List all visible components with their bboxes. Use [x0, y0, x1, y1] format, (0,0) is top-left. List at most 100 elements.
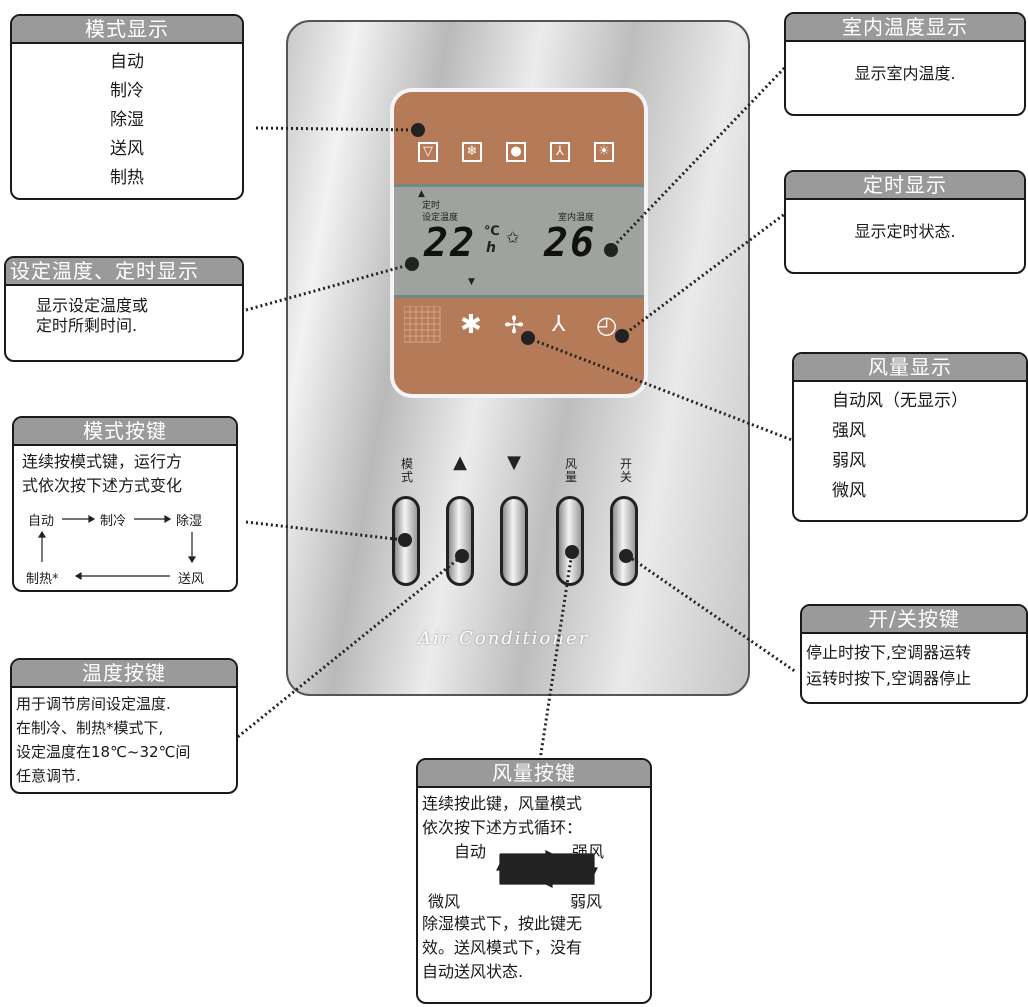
mode-button-label: 模 式 — [400, 457, 413, 484]
desc-line: 用于调节房间设定温度. — [16, 695, 171, 713]
up-indicator-icon: ▲ — [418, 189, 425, 199]
indoor-temp-display-box: 室内温度显示 显示室内温度. — [784, 12, 1026, 116]
desc-line: 在制冷、制热*模式下, — [16, 719, 164, 737]
lcd-fan-area: ✱ ✢ ⅄ ◴ — [394, 298, 644, 394]
grid-icon — [404, 306, 441, 343]
set-temp-label: 设定温度 — [422, 213, 459, 223]
indoor-temp-display-desc: 显示室内温度. — [854, 64, 956, 83]
flow-auto: 自动 — [28, 514, 55, 529]
cycle-weak: 弱风 — [570, 892, 603, 911]
desc-line: 显示设定温度或 — [36, 296, 149, 315]
mode-item: 制冷 — [110, 81, 144, 101]
fan-button-label: 风 量 — [564, 457, 577, 484]
mode-item: 制热 — [110, 168, 144, 188]
fan-key-callout-dot — [565, 545, 579, 559]
set-temp-display-box: 设定温度、定时显示 显示设定温度或 定时所剩时间. — [4, 256, 244, 362]
flow-arrows — [37, 514, 197, 581]
desc-line: 连续按此键，风量模式 — [422, 794, 583, 813]
desc-line: 自动送风状态. — [422, 962, 524, 981]
power-button[interactable] — [610, 496, 638, 586]
desc-line: 任意调节. — [16, 767, 81, 785]
strong-fan-icon: ✱ — [460, 310, 482, 340]
fan-display-title: 风量显示 — [794, 354, 1026, 382]
power-key-box: 开/关按键 停止时按下,空调器运转 运转时按下,空调器停止 — [800, 604, 1028, 704]
fan-display-callout-dot — [521, 331, 535, 345]
mode-display-list: 自动 制冷 除湿 送风 制热 — [12, 44, 242, 197]
timer-label: 定时 — [422, 201, 441, 211]
set-temp-value: 22 — [424, 220, 477, 266]
lcd-mode-area: ▽ ❄ ● ⅄ ☀ — [394, 92, 644, 184]
power-key-title: 开/关按键 — [802, 606, 1026, 634]
fan-display-box: 风量显示 自动风（无显示） 强风 弱风 微风 — [792, 352, 1028, 522]
timer-icon: ◴ — [596, 311, 617, 339]
auto-mode-icon: ▽ — [418, 142, 438, 162]
up-arrow-icon: ▲ — [453, 452, 467, 473]
set-temp-display-title: 设定温度、定时显示 — [6, 258, 242, 286]
lcd-screen: ▽ ❄ ● ⅄ ☀ ▲ 定时 设定温度 室内温度 22 ℃ h ✩ 26 ▼ ✱… — [394, 92, 644, 394]
desc-line: 式依次按下述方式变化 — [22, 476, 183, 495]
fan-key-desc: 连续按此键，风量模式 依次按下述方式循环： 自动 强风 微风 弱风 除湿模式下，… — [418, 788, 650, 988]
fan-item: 弱风 — [832, 451, 866, 471]
desc-line: 运转时按下,空调器停止 — [806, 669, 972, 688]
fan-speed-button[interactable] — [556, 496, 584, 586]
set-temp-callout-dot — [405, 257, 419, 271]
mode-key-desc: 连续按模式键，运行方 式依次按下述方式变化 — [14, 446, 236, 502]
fan-item: 自动风（无显示） — [832, 391, 968, 411]
temp-down-button[interactable] — [500, 496, 528, 586]
fan-display-list: 自动风（无显示） 强风 弱风 微风 — [794, 382, 1026, 510]
timer-display-title: 定时显示 — [786, 172, 1024, 200]
mode-key-title: 模式按键 — [14, 418, 236, 446]
down-arrow-icon: ▼ — [507, 452, 521, 473]
power-key-callout-dot — [619, 549, 633, 563]
cycle-arrows — [496, 850, 598, 888]
temp-up-button[interactable] — [446, 496, 474, 586]
fan-key-title: 风量按键 — [418, 760, 650, 788]
flow-dehumid: 除湿 — [176, 514, 203, 529]
down-indicator-icon: ▼ — [468, 277, 475, 287]
cool-mode-icon: ❄ — [462, 142, 482, 162]
mode-key-box: 模式按键 连续按模式键，运行方 式依次按下述方式变化 自动 制冷 除湿 制热* … — [12, 416, 238, 592]
temp-key-callout-dot — [455, 549, 469, 563]
fan-item: 强风 — [832, 421, 866, 441]
hour-unit: h — [486, 240, 496, 256]
set-temp-display-desc: 显示设定温度或 定时所剩时间. — [6, 286, 242, 340]
mode-key-callout-dot — [398, 533, 412, 547]
mode-item: 自动 — [110, 52, 144, 72]
indoor-temp-display-title: 室内温度显示 — [786, 14, 1024, 42]
power-button-label: 开 关 — [619, 457, 632, 484]
mode-display-title: 模式显示 — [12, 16, 242, 44]
timer-display-desc: 显示定时状态. — [854, 222, 956, 241]
temp-key-desc: 用于调节房间设定温度. 在制冷、制热*模式下, 设定温度在18℃~32℃间 任意… — [12, 688, 236, 792]
mode-item: 送风 — [110, 139, 144, 159]
brand-text: Air Conditioner — [418, 628, 590, 649]
cycle-micro: 微风 — [428, 892, 461, 911]
timer-callout-dot — [615, 329, 629, 343]
room-temp-label: 室内温度 — [558, 213, 595, 223]
micro-fan-icon: ⅄ — [552, 312, 566, 337]
lcd-temperature-area: ▲ 定时 设定温度 室内温度 22 ℃ h ✩ 26 ▼ — [394, 184, 644, 298]
desc-line: 连续按模式键，运行方 — [22, 452, 183, 471]
dehumidify-mode-icon: ● — [506, 142, 526, 162]
temp-key-box: 温度按键 用于调节房间设定温度. 在制冷、制热*模式下, 设定温度在18℃~32… — [10, 658, 238, 794]
fan-cycle-diagram: 自动 强风 微风 弱风 — [422, 840, 646, 912]
heat-mode-icon: ☀ — [594, 142, 614, 162]
desc-line: 依次按下述方式循环： — [422, 818, 583, 837]
mode-display-box: 模式显示 自动 制冷 除湿 送风 制热 — [10, 14, 244, 200]
desc-line: 除湿模式下，按此键无 — [422, 914, 583, 933]
star-icon: ✩ — [506, 228, 520, 247]
desc-line: 效。送风模式下，没有 — [422, 938, 583, 957]
cycle-auto: 自动 — [454, 842, 487, 861]
desc-line: 停止时按下,空调器运转 — [806, 643, 972, 662]
desc-line: 设定温度在18℃~32℃间 — [16, 743, 191, 761]
room-temp-callout-dot — [604, 243, 618, 257]
flow-cool: 制冷 — [100, 514, 127, 529]
fan-item: 微风 — [832, 481, 866, 501]
room-temp-value: 26 — [544, 220, 597, 266]
mode-callout-dot — [411, 123, 425, 137]
flow-fan: 送风 — [178, 572, 205, 587]
weak-fan-icon: ✢ — [504, 311, 525, 339]
fan-mode-icon: ⅄ — [550, 142, 570, 162]
desc-line: 定时所剩时间. — [36, 316, 138, 335]
timer-display-box: 定时显示 显示定时状态. — [784, 170, 1026, 274]
